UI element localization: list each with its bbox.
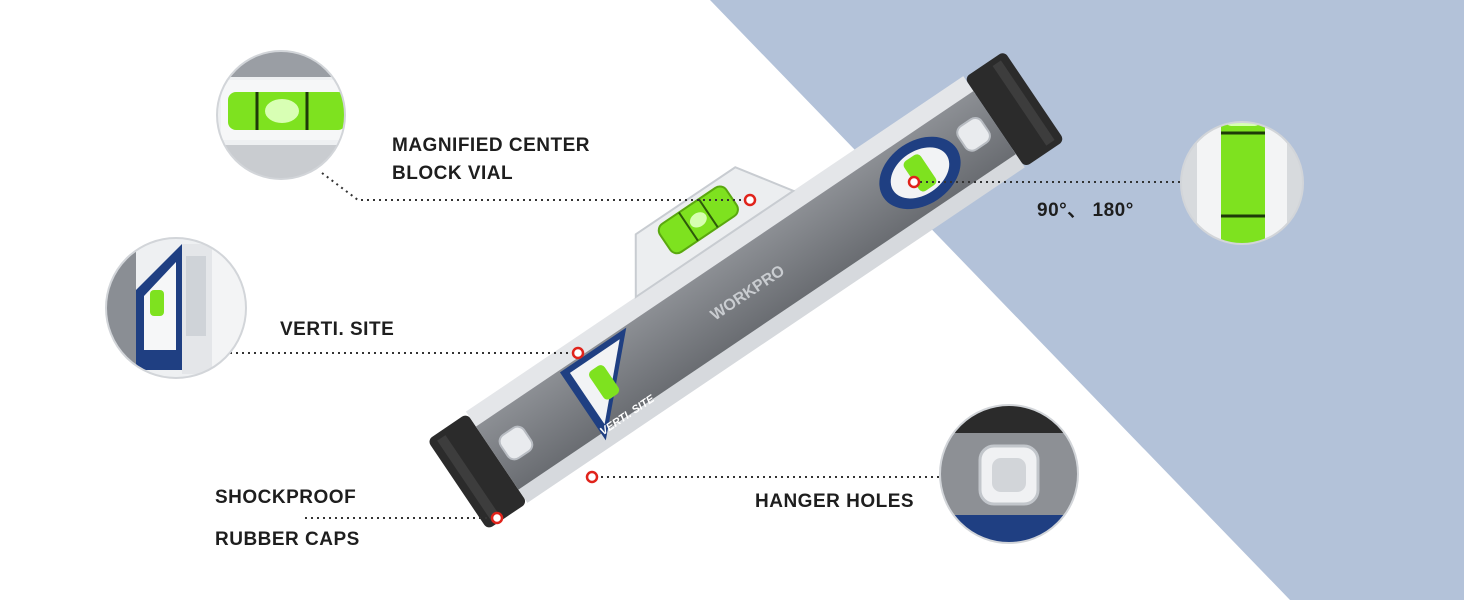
magnified-vial-icon (216, 50, 346, 180)
callout-verti-site: VERTI. SITE (280, 319, 395, 340)
verti-site-vial (589, 365, 620, 400)
callout-rubber-caps-line2: RUBBER CAPS (215, 529, 360, 550)
callout-center-vial-line1: MAGNIFIED CENTER (392, 135, 590, 156)
bottom-trim (515, 149, 1025, 503)
callout-rubber-caps-line1: SHOCKPROOF (215, 487, 357, 508)
marker-center-vial (743, 193, 757, 207)
verti-site-window-icon (105, 237, 247, 379)
callout-plumb-vial: 90°、 180° (1037, 200, 1134, 221)
marker-hanger-holes (585, 470, 599, 484)
hanger-hole-left (498, 425, 534, 461)
plumb-vial (903, 154, 937, 192)
hanger-hole-icon (939, 404, 1079, 544)
callout-hanger-holes: HANGER HOLES (755, 491, 915, 512)
torpedo-level: WORKPRO (429, 53, 1063, 528)
callout-center-vial-line2: BLOCK VIAL (392, 163, 514, 184)
rubber-cap-right (966, 53, 1063, 166)
marker-plumb-vial (907, 175, 921, 189)
leader-center-vial (321, 172, 750, 201)
vertical-vial-icon (1180, 121, 1304, 245)
marker-verti-site (571, 346, 585, 360)
top-trim (465, 76, 976, 430)
hanger-hole-right (956, 117, 991, 152)
marker-rubber-caps (490, 511, 504, 525)
rubber-cap-left (429, 415, 526, 528)
